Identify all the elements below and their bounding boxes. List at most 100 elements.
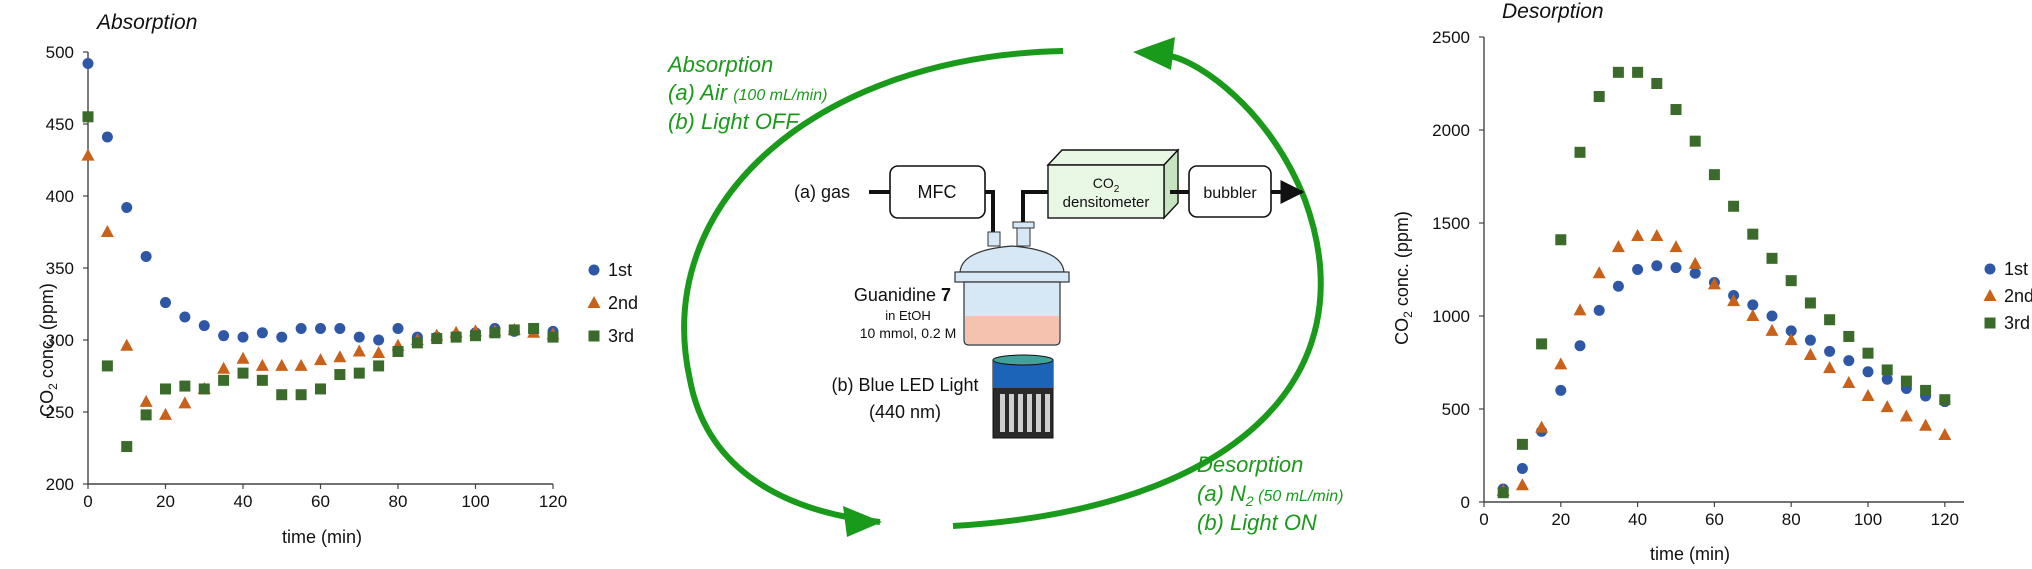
desorption-point-1st: [1612, 280, 1624, 292]
desorption-point-2nd: [1650, 229, 1664, 242]
desorption-point-1st: [1689, 267, 1701, 279]
absorption-cycle-arrow: [681, 48, 1064, 525]
desorption-legend-marker-2nd: [1983, 289, 1997, 301]
absorption-point-3rd: [140, 409, 152, 421]
desorption-plot-points: [1496, 66, 1952, 499]
densitometer-label: densitometer: [1063, 194, 1150, 211]
absorption-y-tick-label: 400: [46, 187, 74, 206]
absorption-point-3rd: [528, 322, 540, 334]
desorption-y-tick-label: 0: [1461, 493, 1470, 512]
desorption-point-2nd: [1688, 256, 1702, 269]
absorption-point-3rd: [334, 369, 346, 381]
absorption-point-1st: [392, 322, 404, 334]
desorption-point-1st: [1804, 334, 1816, 346]
absorption-point-1st: [256, 327, 268, 339]
led-top: [992, 354, 1054, 366]
absorption-point-2nd: [255, 358, 269, 371]
desorption-point-3rd: [1862, 347, 1874, 359]
desorption-point-3rd: [1804, 297, 1816, 309]
absorption-point-1st: [101, 131, 113, 143]
flask-inlet-port: [987, 231, 1001, 247]
desorption-x-tick-label: 60: [1705, 510, 1724, 529]
densitometer-top-face: [1046, 149, 1180, 166]
desorption-step-title: Desorption: [1197, 452, 1303, 477]
absorption-x-tick-label: 100: [461, 492, 489, 511]
absorption-point-1st: [82, 58, 94, 70]
desorption-x-tick-label: 120: [1931, 510, 1959, 529]
absorption-point-3rd: [276, 389, 288, 401]
desorption-point-3rd: [1574, 146, 1586, 158]
absorption-point-1st: [373, 334, 385, 346]
desorption-point-1st: [1574, 340, 1586, 352]
desorption-point-2nd: [1515, 478, 1529, 491]
absorption-point-2nd: [372, 345, 386, 358]
absorption-point-2nd: [333, 350, 347, 363]
desorption-point-1st: [1881, 373, 1893, 385]
desorption-step-b: (b) Light ON: [1197, 510, 1317, 535]
desorption-plot-ylabel: CO2 conc. (ppm): [1392, 211, 1415, 345]
absorption-point-2nd: [352, 344, 366, 357]
absorption-x-tick-label: 40: [234, 492, 253, 511]
absorption-point-2nd: [275, 358, 289, 371]
absorption-x-tick-label: 80: [389, 492, 408, 511]
absorption-point-3rd: [121, 441, 133, 453]
desorption-point-1st: [1824, 345, 1836, 357]
absorption-y-tick-label: 350: [46, 259, 74, 278]
desorption-legend-marker-1st: [1984, 263, 1996, 275]
absorption-point-3rd: [101, 360, 113, 372]
desorption-point-3rd: [1766, 252, 1778, 264]
absorption-point-1st: [179, 311, 191, 323]
desorption-point-3rd: [1708, 169, 1720, 181]
desorption-legend-label-3rd: 3rd: [2004, 313, 2030, 333]
absorption-point-3rd: [198, 383, 210, 395]
desorption-point-2nd: [1611, 240, 1625, 253]
densitometer-co2-label: CO2: [1093, 175, 1120, 195]
absorption-point-3rd: [508, 324, 520, 336]
desorption-point-3rd: [1651, 78, 1663, 89]
absorption-x-tick-label: 0: [83, 492, 92, 511]
absorption-point-1st: [276, 331, 288, 343]
absorption-point-3rd: [315, 383, 326, 395]
led-label: (b) Blue LED Light: [831, 375, 978, 395]
absorption-plot-points: [81, 58, 560, 453]
desorption-point-1st: [1593, 304, 1605, 316]
desorption-legend-label-1st: 1st: [2004, 259, 2028, 279]
absorption-point-2nd: [178, 396, 192, 409]
absorption-point-2nd: [81, 148, 95, 161]
absorption-point-2nd: [294, 358, 308, 371]
desorption-plot-xlabel: time (min): [1650, 544, 1730, 564]
absorption-point-2nd: [236, 351, 250, 364]
absorption-legend-marker-3rd: [588, 330, 600, 342]
absorption-step-a: (a) Air (100 mL/min): [668, 80, 827, 105]
desorption-legend-label-2nd: 2nd: [2004, 286, 2032, 306]
guanidine-label: Guanidine 7: [854, 285, 951, 305]
absorption-point-1st: [295, 322, 307, 334]
absorption-point-3rd: [411, 337, 423, 349]
absorption-plot-title: Absorption: [95, 11, 197, 34]
desorption-point-1st: [1843, 355, 1855, 367]
desorption-point-3rd: [1612, 66, 1624, 78]
solvent-label: in EtOH: [885, 308, 931, 323]
absorption-point-3rd: [489, 327, 501, 339]
desorption-y-tick-label: 500: [1442, 400, 1470, 419]
absorption-point-3rd: [431, 333, 443, 345]
desorption-y-tick-label: 1500: [1432, 214, 1470, 233]
cycle-diagram: Absorption (a) Air (100 mL/min) (b) Ligh…: [666, 37, 1343, 537]
absorption-step-b: (b) Light OFF: [668, 109, 800, 134]
desorption-point-2nd: [1842, 375, 1856, 388]
desorption-point-2nd: [1535, 420, 1549, 433]
desorption-point-1st: [1670, 262, 1682, 274]
desorption-point-3rd: [1728, 200, 1740, 212]
blue-led-light: [992, 354, 1054, 439]
absorption-legend-marker-1st: [588, 264, 600, 276]
desorption-point-3rd: [1920, 384, 1932, 396]
flask-outlet-cap: [1012, 221, 1035, 229]
desorption-x-tick-label: 20: [1551, 510, 1570, 529]
desorption-plot-legend: 1st 2nd 3rd: [1983, 259, 2032, 333]
flask-solution: [965, 316, 1059, 344]
absorption-point-3rd: [353, 367, 365, 379]
absorption-point-3rd: [237, 367, 249, 379]
